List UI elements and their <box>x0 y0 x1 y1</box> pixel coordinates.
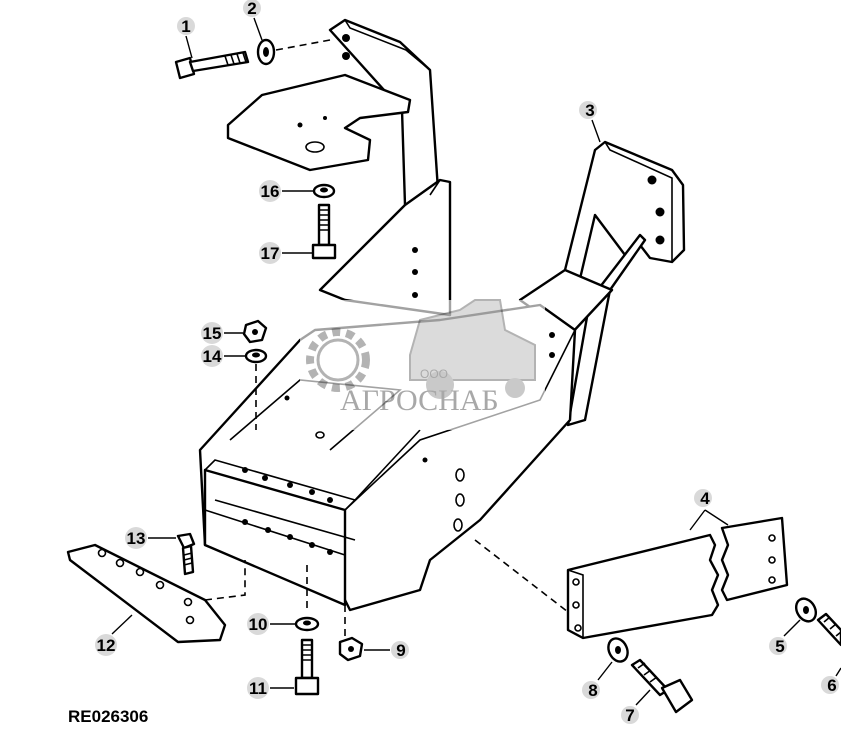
wear-plate-12 <box>66 543 227 644</box>
figure-code: RE026306 <box>68 707 148 726</box>
callout-3: 3 <box>579 101 601 143</box>
plate-4 <box>566 516 789 640</box>
callout-8: 8 <box>582 661 613 700</box>
callout-1: 1 <box>177 17 195 59</box>
callout-12: 12 <box>95 614 133 656</box>
callout-label-7: 7 <box>625 706 634 725</box>
bolt-1 <box>174 50 250 80</box>
washer-8 <box>607 637 629 663</box>
callout-label-12: 12 <box>97 636 116 655</box>
nut-15 <box>242 319 268 344</box>
callout-7: 7 <box>621 689 651 725</box>
callout-label-1: 1 <box>181 17 190 36</box>
agrosnab-watermark: ООО АГРОСНАБ <box>300 299 545 430</box>
watermark-name: АГРОСНАБ <box>340 384 499 417</box>
callout-15: 15 <box>201 322 243 344</box>
callout-label-8: 8 <box>588 681 597 700</box>
callout-label-2: 2 <box>247 0 256 18</box>
washer-10 <box>294 616 320 632</box>
callout-label-14: 14 <box>203 347 222 366</box>
callout-label-13: 13 <box>127 529 146 548</box>
bolt-7 <box>630 658 694 714</box>
carriage-bolt-13 <box>176 532 196 576</box>
callout-13: 13 <box>125 527 176 549</box>
callout-label-10: 10 <box>249 615 268 634</box>
nut-9 <box>338 636 364 662</box>
callout-10: 10 <box>247 613 295 635</box>
washer-5 <box>794 597 818 623</box>
bolt-17 <box>311 203 337 260</box>
combine-harvester-icon <box>409 299 536 399</box>
callout-label-3: 3 <box>585 101 594 120</box>
bolt-11 <box>294 638 320 696</box>
callout-4: 4 <box>689 489 729 531</box>
callout-label-17: 17 <box>261 244 280 263</box>
callout-5: 5 <box>769 619 801 656</box>
callout-11: 11 <box>247 677 294 699</box>
callout-6: 6 <box>821 667 841 695</box>
callout-17: 17 <box>259 242 313 264</box>
washer-2 <box>256 38 276 66</box>
callout-14: 14 <box>201 345 245 367</box>
bolt-6 <box>816 612 841 647</box>
callout-2: 2 <box>243 0 263 41</box>
callout-label-4: 4 <box>700 489 710 508</box>
washer-14 <box>244 348 268 364</box>
washer-16 <box>312 183 336 199</box>
callout-label-9: 9 <box>396 641 405 660</box>
callout-label-16: 16 <box>261 182 280 201</box>
callout-16: 16 <box>259 180 313 202</box>
callout-label-5: 5 <box>775 637 784 656</box>
callout-label-6: 6 <box>827 676 836 695</box>
callout-label-11: 11 <box>249 679 267 698</box>
callout-9: 9 <box>364 641 409 660</box>
watermark-prefix: ООО <box>420 367 448 381</box>
callout-label-15: 15 <box>203 324 222 343</box>
gear-icon <box>306 328 370 392</box>
